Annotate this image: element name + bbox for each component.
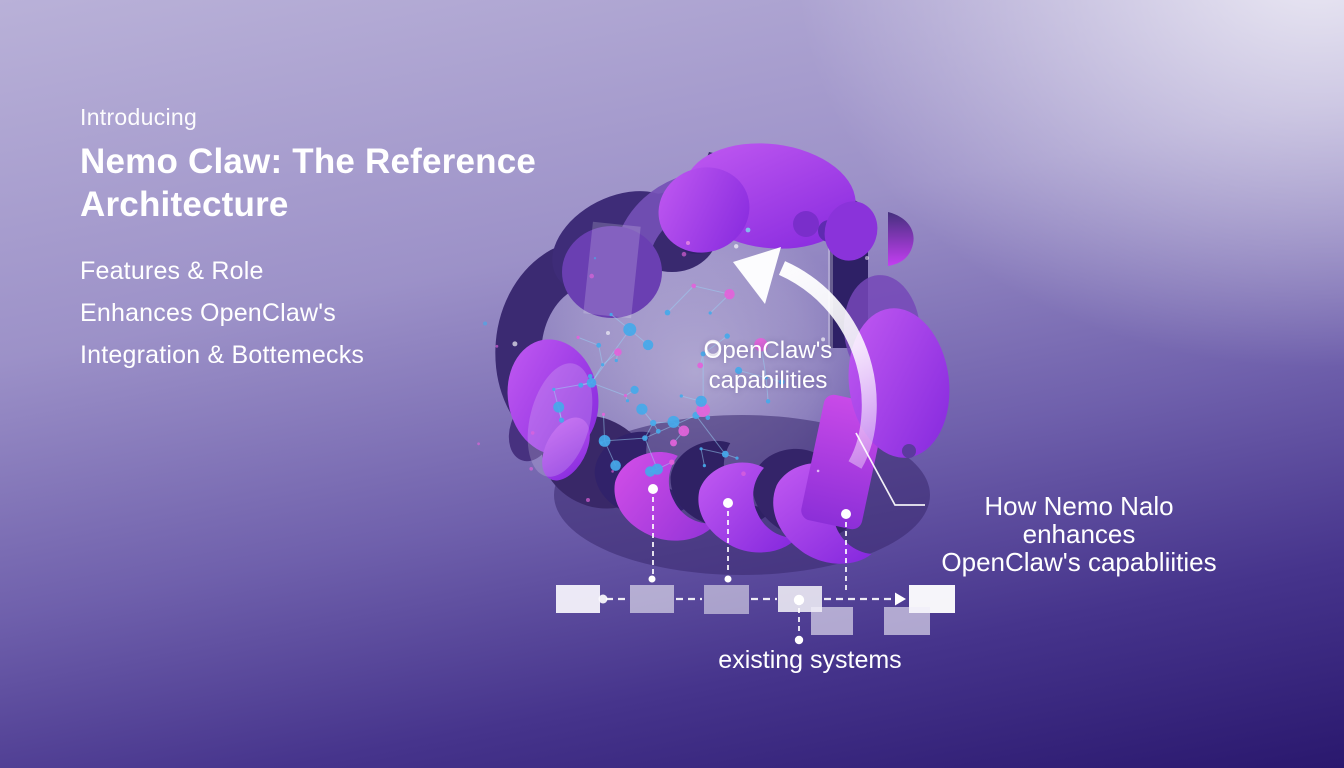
bullet-item: Features & Role — [80, 257, 264, 285]
network-graph-icon — [477, 244, 826, 477]
arrowhead — [733, 247, 781, 304]
kicker-text: Introducing — [80, 104, 198, 130]
system-block — [884, 607, 930, 635]
bullet-list: Features & Role Enhances OpenClaw's Inte… — [80, 250, 364, 376]
system-block — [811, 607, 853, 635]
accent-dot — [902, 444, 916, 458]
sparkle-dots — [586, 227, 869, 502]
system-blocks — [556, 585, 955, 635]
existing-systems-label: existing systems — [718, 646, 902, 674]
cycle-arrow-icon — [733, 247, 877, 469]
ring-node-icon — [704, 339, 722, 357]
bullet-item: Enhances OpenClaw's — [80, 299, 336, 327]
bullet-item: Integration & Bottemecks — [80, 341, 365, 369]
dashed-connectors — [598, 484, 906, 645]
system-block — [630, 585, 674, 613]
system-block — [556, 585, 600, 613]
system-block — [704, 585, 749, 614]
annotation-leader-line — [855, 432, 925, 506]
